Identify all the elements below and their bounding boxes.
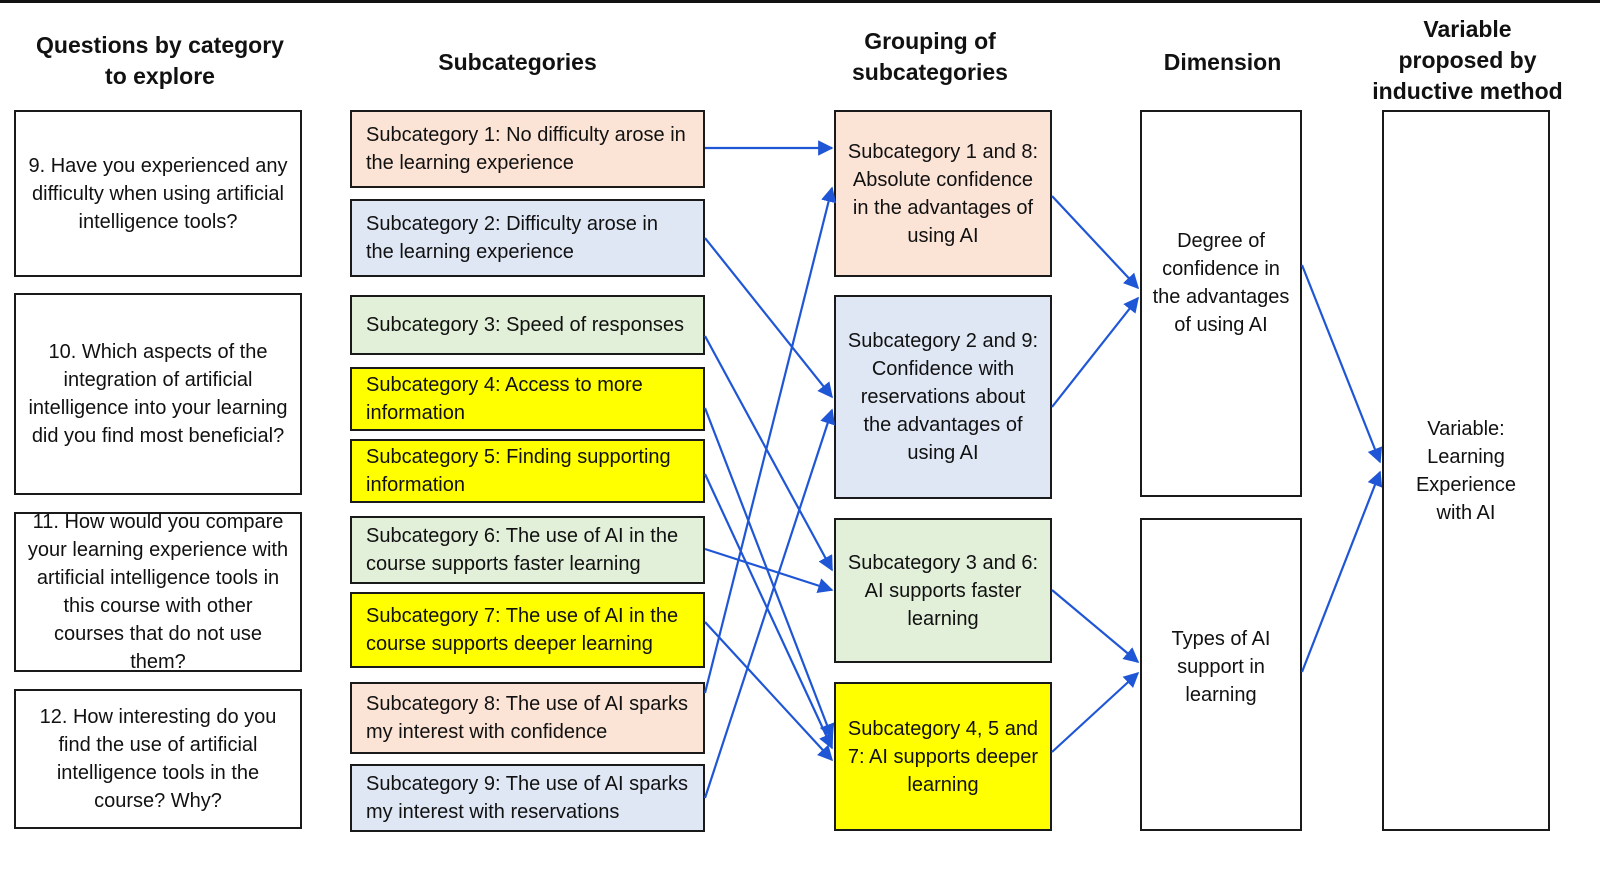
- question-9-box: 9. Have you experienced any difficulty w…: [14, 110, 302, 277]
- subcategory-9: Subcategory 9: The use of AI sparks my i…: [350, 764, 705, 832]
- variable-box: Variable: Learning Experience with AI: [1382, 110, 1550, 831]
- header-questions: Questions by category to explore: [36, 32, 284, 89]
- arrow-group36-dim2: [1051, 589, 1140, 663]
- arrow-sub5-group457: [704, 473, 834, 750]
- group-2-and-9: Subcategory 2 and 9: Confidence with res…: [834, 295, 1052, 499]
- subcategory-8: Subcategory 8: The use of AI sparks my i…: [350, 682, 705, 754]
- subcategory-6: Subcategory 6: The use of AI in the cour…: [350, 516, 705, 584]
- dimension-types-of-support: Types of AI support in learning: [1140, 518, 1302, 831]
- header-grouping: Grouping of subcategories: [852, 28, 1008, 85]
- subcategory-1: Subcategory 1: No difficulty arose in th…: [350, 110, 705, 188]
- top-rule: [0, 0, 1600, 3]
- header-subcategories: Subcategories: [438, 48, 597, 75]
- arrow-dim2-variable: [1300, 470, 1383, 673]
- group-3-and-6: Subcategory 3 and 6: AI supports faster …: [834, 518, 1052, 663]
- subcategory-2: Subcategory 2: Difficulty arose in the l…: [350, 199, 705, 277]
- arrow-sub6-group36: [704, 547, 834, 594]
- arrow-sub2-group29: [704, 237, 833, 399]
- question-11-box: 11. How would you compare your learning …: [14, 511, 302, 673]
- header-variable: Variable proposed by inductive method: [1372, 15, 1563, 104]
- dimension-confidence: Degree of confidence in the advantages o…: [1140, 110, 1302, 497]
- subcategory-5: Subcategory 5: Finding supporting inform…: [350, 439, 705, 503]
- arrow-dim1-variable: [1300, 264, 1383, 464]
- subcategory-3: Subcategory 3: Speed of responses: [350, 295, 705, 355]
- arrow-sub8-group18: [703, 186, 837, 694]
- subcategory-4: Subcategory 4: Access to more informatio…: [350, 367, 705, 431]
- arrow-sub4-group457: [703, 407, 835, 740]
- group-4-5-and-7: Subcategory 4, 5 and 7: AI supports deep…: [834, 682, 1052, 831]
- arrow-group18-dim1: [1051, 195, 1140, 290]
- question-10-box: 10. Which aspects of the integration of …: [14, 293, 302, 495]
- subcategory-7: Subcategory 7: The use of AI in the cour…: [350, 592, 705, 668]
- arrow-sub7-group457: [704, 621, 834, 762]
- arrow-sub3-group36: [704, 335, 833, 572]
- header-dimension: Dimension: [1163, 48, 1282, 75]
- arrow-sub9-group29: [703, 408, 836, 799]
- question-12-box: 12. How interesting do you find the use …: [14, 689, 302, 829]
- arrow-group29-dim1: [1051, 296, 1139, 408]
- arrow-group457-dim2: [1051, 671, 1140, 753]
